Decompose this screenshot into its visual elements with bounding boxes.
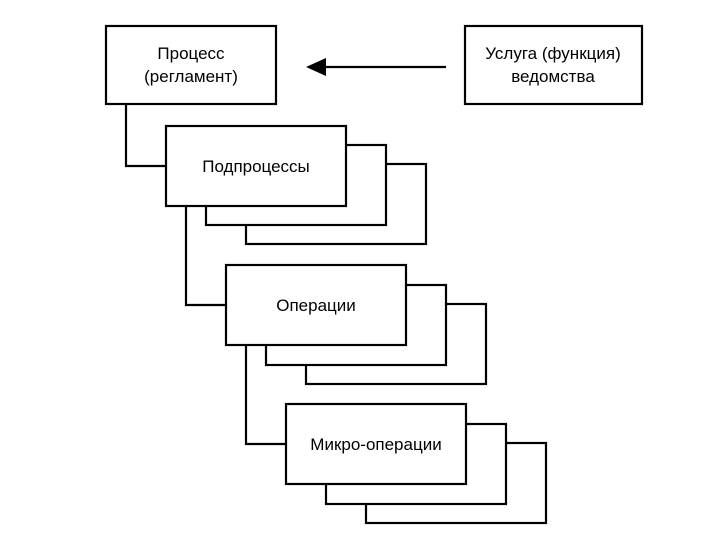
- operations-box: [224, 263, 408, 347]
- micro-operations-stack: Микро-операции: [284, 402, 548, 525]
- service-node: Услуга (функция) ведомства: [463, 24, 644, 106]
- micro-operations-box: [284, 402, 468, 486]
- operations-label: Операции: [276, 296, 356, 315]
- subprocesses-box: [164, 124, 348, 208]
- process-box: [104, 24, 278, 106]
- subprocesses-stack: Подпроцессы: [164, 124, 428, 246]
- micro-operations-label: Микро-операции: [310, 435, 441, 454]
- subprocesses-label: Подпроцессы: [202, 157, 310, 176]
- service-to-process-arrow: [306, 58, 446, 76]
- connector-operations-micro-operations: [244, 345, 286, 446]
- connector-subprocesses-operations: [184, 206, 226, 307]
- service-box: [463, 24, 644, 106]
- process-node: Процесс (регламент): [104, 24, 278, 106]
- operations-stack: Операции: [224, 263, 488, 386]
- service-label-line2: ведомства: [511, 67, 595, 86]
- process-label-line2: (регламент): [144, 67, 238, 86]
- service-label-line1: Услуга (функция): [485, 44, 620, 63]
- arrow-head: [306, 58, 326, 76]
- process-label-line1: Процесс: [157, 44, 225, 63]
- connector-process-subprocesses: [124, 104, 166, 168]
